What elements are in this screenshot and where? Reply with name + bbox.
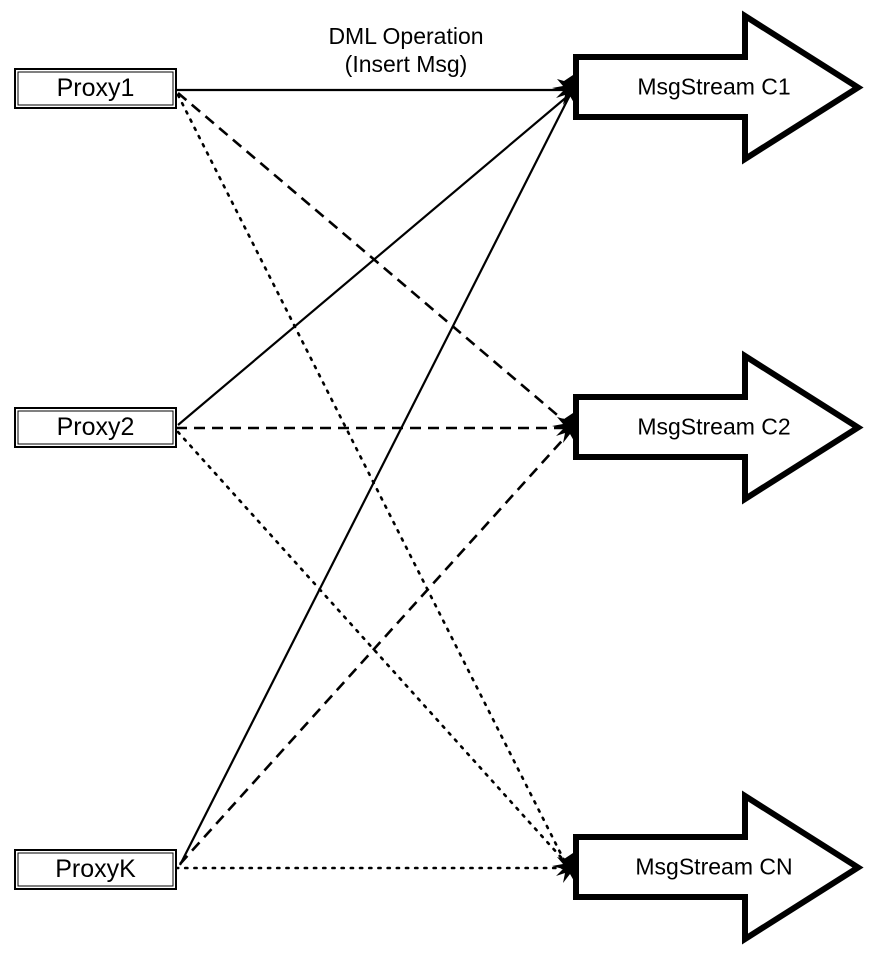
link-group xyxy=(174,88,573,870)
stream-c2-label: MsgStream C2 xyxy=(637,414,790,440)
stream-cn-label: MsgStream CN xyxy=(635,854,792,880)
proxy2-box[interactable] xyxy=(14,407,177,448)
arrowhead-stream-cn-icon xyxy=(552,853,574,883)
proxy1-box[interactable] xyxy=(14,68,177,109)
stream-c2-block-arrow-icon[interactable] xyxy=(573,350,864,505)
proxy-node-proxyk[interactable]: ProxyK xyxy=(14,849,177,890)
stream-c1-block-arrow-icon[interactable] xyxy=(573,10,864,165)
proxy1-label: Proxy1 xyxy=(57,74,135,102)
stream-node-stream-c1[interactable]: MsgStream C1 xyxy=(573,10,864,165)
link-proxy2-to-stream-cn xyxy=(176,430,569,866)
arrowhead-stream-c2-icon xyxy=(552,413,574,443)
proxyk-box-inner-stroke xyxy=(17,852,174,887)
stream-c1-label: MsgStream C1 xyxy=(637,74,790,100)
proxyk-box[interactable] xyxy=(14,849,177,890)
stream-node-stream-cn[interactable]: MsgStream CN xyxy=(573,790,864,945)
edge-label-line2: (Insert Msg) xyxy=(345,51,468,77)
link-proxy1-to-stream-cn xyxy=(176,93,568,866)
link-proxyk-to-stream-c1 xyxy=(179,94,571,866)
arrowhead-group xyxy=(552,75,574,883)
edge-label-dml-operation: DML Operation (Insert Msg) xyxy=(328,23,483,77)
link-proxy2-to-stream-c1 xyxy=(177,94,570,426)
edge-label-line1: DML Operation xyxy=(328,23,483,49)
proxy-node-proxy1[interactable]: Proxy1 xyxy=(14,68,177,109)
proxy1-box-inner-stroke xyxy=(17,71,174,106)
stream-cn-block-arrow-icon[interactable] xyxy=(573,790,864,945)
proxy2-box-inner-stroke xyxy=(17,410,174,445)
arrowhead-stream-c1-icon xyxy=(552,75,574,105)
proxyk-label: ProxyK xyxy=(55,855,136,883)
proxy2-label: Proxy2 xyxy=(57,413,135,441)
proxy-node-proxy2[interactable]: Proxy2 xyxy=(14,407,177,448)
stream-node-stream-c2[interactable]: MsgStream C2 xyxy=(573,350,864,505)
link-proxyk-to-stream-c2 xyxy=(179,432,570,865)
